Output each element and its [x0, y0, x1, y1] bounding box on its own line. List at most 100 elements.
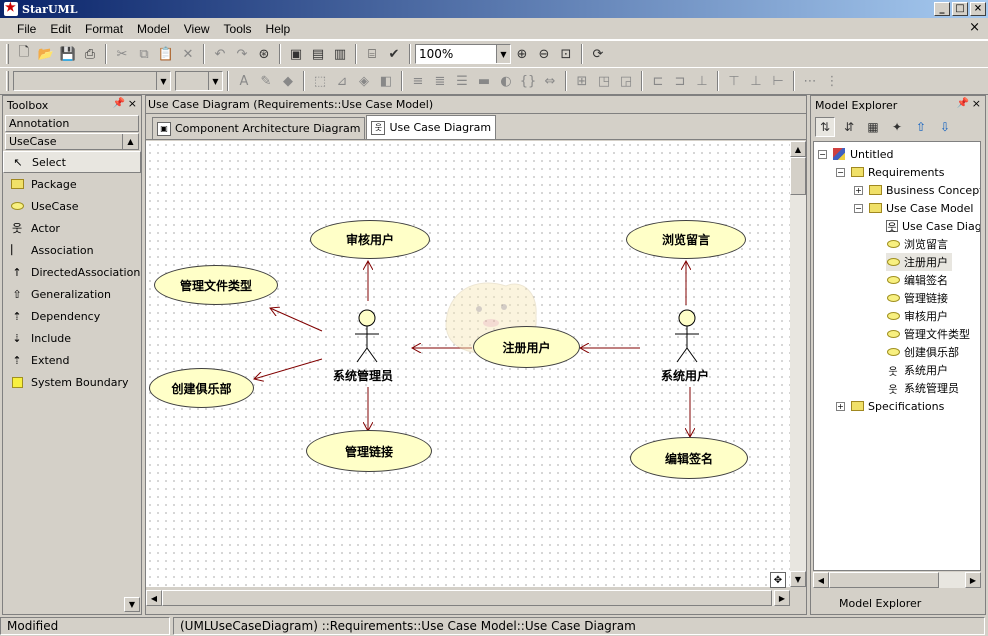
zoom-fit-icon[interactable]: ⊡ [560, 46, 572, 62]
tab-model-explorer[interactable]: Model Explorer [839, 596, 922, 610]
add-element-icon[interactable]: ▦ [867, 120, 879, 134]
code-icon[interactable]: ⌸ [368, 46, 376, 62]
toolbox-group-usecase[interactable]: UseCase ▲ [5, 133, 139, 150]
pin-icon[interactable]: 📌 [112, 98, 125, 109]
zoom-select[interactable]: 100% ▼ [415, 44, 511, 64]
tree-node-untitled[interactable]: − Untitled [818, 147, 894, 161]
refresh-icon[interactable]: ⟳ [592, 46, 604, 62]
chevron-down-icon[interactable]: ▼ [790, 571, 806, 587]
tool-system-boundary[interactable]: System Boundary [3, 371, 141, 393]
menu-help[interactable]: Help [265, 21, 291, 36]
line-style-icon[interactable]: ⊿ [336, 73, 348, 89]
collapse-icon[interactable]: − [818, 149, 827, 159]
menu-tools[interactable]: Tools [223, 21, 252, 36]
zoom-in-icon[interactable]: ⊕ [516, 46, 528, 62]
chevron-left-icon[interactable]: ◀ [146, 590, 162, 606]
scroll-thumb[interactable] [829, 572, 939, 588]
verify-icon[interactable]: ✔ [388, 46, 400, 62]
wand-icon[interactable]: ✦ [891, 120, 903, 134]
tree-item-actor[interactable]: 웃 系统管理员 [886, 379, 959, 397]
toolbar-grip[interactable] [6, 44, 9, 64]
close-icon[interactable]: × [971, 97, 981, 110]
chevron-down-icon[interactable]: ▼ [496, 45, 510, 63]
tool-extend[interactable]: ⇡ Extend [3, 349, 141, 371]
font-size-select[interactable]: ▼ [175, 71, 223, 91]
diagram-icon-2[interactable]: ▤ [311, 46, 325, 62]
actor-label-admin[interactable]: 系统管理员 [333, 369, 394, 383]
tool-directed-association[interactable]: ↑ DirectedAssociation [3, 261, 141, 283]
tree-item-actor[interactable]: 웃 系统用户 [886, 361, 948, 379]
chevron-down-icon[interactable]: ▼ [156, 72, 170, 90]
open-folder-icon[interactable]: 📂 [37, 46, 55, 62]
diagram-canvas[interactable]: 审核用户 管理文件类型 创建俱乐部 管理链接 注册用户 浏览留言 编辑签名 系统… [146, 141, 790, 587]
suppress-icon[interactable]: ◧ [379, 73, 393, 89]
collapse-icon[interactable]: − [854, 203, 863, 213]
minimize-button[interactable]: _ [934, 2, 950, 16]
align-center-icon[interactable]: ⊥ [696, 73, 708, 89]
usecase-edit-signature[interactable]: 编辑签名 [630, 437, 748, 479]
tree-item-usecase[interactable]: 管理文件类型 [886, 325, 970, 343]
close-button[interactable]: × [970, 2, 986, 16]
menu-model[interactable]: Model [137, 21, 170, 36]
sort-by-name-icon[interactable]: ⇅ [815, 117, 835, 137]
actor-figure-user[interactable] [675, 309, 699, 363]
distribute-v-icon[interactable]: ⋮ [825, 73, 839, 89]
usecase-register-user[interactable]: 注册用户 [473, 326, 580, 368]
tree-item-usecase[interactable]: 审核用户 [886, 307, 948, 325]
print-icon[interactable]: ⎙ [84, 46, 96, 62]
chevron-up-icon[interactable]: ▲ [122, 134, 138, 149]
find-binoculars-icon[interactable]: ⊛ [258, 46, 270, 62]
bring-front-icon[interactable]: ◳ [597, 73, 611, 89]
toolbox-group-annotation[interactable]: Annotation [5, 115, 139, 132]
collapse-icon[interactable]: − [836, 167, 845, 177]
tree-node-specifications[interactable]: + Specifications [836, 399, 945, 413]
tree-item-usecase[interactable]: 浏览留言 [886, 235, 948, 253]
font-icon[interactable]: A [239, 73, 249, 89]
expand-icon[interactable]: + [854, 185, 863, 195]
explorer-horizontal-scrollbar[interactable]: ◀ ▶ [813, 572, 981, 588]
paste-icon[interactable]: 📋 [157, 46, 175, 62]
align-middle-icon[interactable]: ⊢ [772, 73, 784, 89]
align-bottom-icon[interactable]: ⊥ [750, 73, 762, 89]
undo-icon[interactable]: ↶ [214, 46, 226, 62]
usecase-manage-links[interactable]: 管理链接 [306, 430, 432, 472]
font-family-select[interactable]: ▼ [13, 71, 171, 91]
stereotype-icon[interactable]: ◈ [359, 73, 369, 89]
actor-label-user[interactable]: 系统用户 [661, 369, 710, 383]
align-icon-4[interactable]: ▬ [477, 73, 491, 89]
cut-icon[interactable]: ✂ [116, 46, 128, 62]
close-icon[interactable]: × [127, 97, 137, 110]
align-icon-5[interactable]: ◐ [500, 73, 512, 89]
align-icon-1[interactable]: ≡ [412, 73, 424, 89]
usecase-create-club[interactable]: 创建俱乐部 [149, 368, 254, 408]
tool-generalization[interactable]: ⇧ Generalization [3, 283, 141, 305]
navigator-move-icon[interactable]: ✥ [770, 572, 786, 588]
chevron-down-icon[interactable]: ▼ [124, 597, 140, 612]
align-icon-2[interactable]: ≣ [434, 73, 446, 89]
tool-include[interactable]: ⇣ Include [3, 327, 141, 349]
send-back-icon[interactable]: ◲ [619, 73, 633, 89]
sort-by-kind-icon[interactable]: ⇵ [843, 120, 855, 134]
align-left-icon[interactable]: ⊏ [652, 73, 664, 89]
diagram-icon-3[interactable]: ▥ [333, 46, 347, 62]
save-icon[interactable]: 💾 [59, 46, 77, 62]
fill-icon[interactable]: ◆ [283, 73, 293, 89]
layout-icon[interactable]: ⊞ [576, 73, 588, 89]
select-all-icon[interactable]: ⬚ [313, 73, 327, 89]
tree-node-use-case-model[interactable]: − Use Case Model [854, 201, 974, 215]
tool-usecase[interactable]: UseCase [3, 195, 141, 217]
expand-icon[interactable]: + [836, 401, 845, 411]
menu-format[interactable]: Format [85, 21, 124, 36]
usecase-manage-filetypes[interactable]: 管理文件类型 [154, 265, 278, 305]
move-down-icon[interactable]: ⇩ [939, 120, 951, 134]
align-icon-7[interactable]: ⇔ [544, 73, 556, 89]
tab-use-case-diagram[interactable]: 웃 Use Case Diagram [366, 115, 497, 139]
usecase-browse-messages[interactable]: 浏览留言 [626, 220, 746, 259]
align-top-icon[interactable]: ⊤ [728, 73, 740, 89]
chevron-down-icon[interactable]: ▼ [208, 72, 222, 90]
align-icon-6[interactable]: {} [519, 73, 537, 89]
chevron-right-icon[interactable]: ▶ [774, 590, 790, 606]
toolbar-grip[interactable] [6, 71, 9, 91]
diagram-vertical-scrollbar[interactable]: ▲ ▼ [790, 141, 806, 587]
redo-icon[interactable]: ↷ [236, 46, 248, 62]
